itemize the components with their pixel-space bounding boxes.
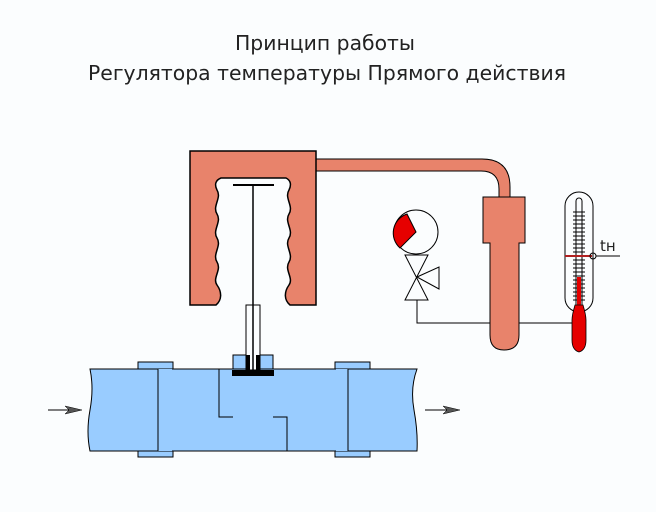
title-line-1: Принцип работы xyxy=(235,31,415,55)
sensing-bulb xyxy=(482,196,526,351)
thermometer-icon xyxy=(564,191,620,353)
capillary-tube xyxy=(313,158,511,201)
flow-out-arrow-icon xyxy=(425,405,461,415)
connection-line xyxy=(416,300,573,324)
valve-body xyxy=(87,354,418,458)
ambient-temp-label: tн xyxy=(600,237,616,255)
actuator-housing xyxy=(189,150,317,306)
valve-seat xyxy=(218,369,288,451)
pressure-gauge-icon xyxy=(392,209,439,255)
valve-stem xyxy=(245,185,261,371)
flow-in-arrow-icon xyxy=(48,405,83,415)
valve-disc xyxy=(232,370,274,376)
title-line-2: Регулятора температуры Прямого действия xyxy=(88,61,566,85)
three-way-valve-icon xyxy=(404,254,440,301)
